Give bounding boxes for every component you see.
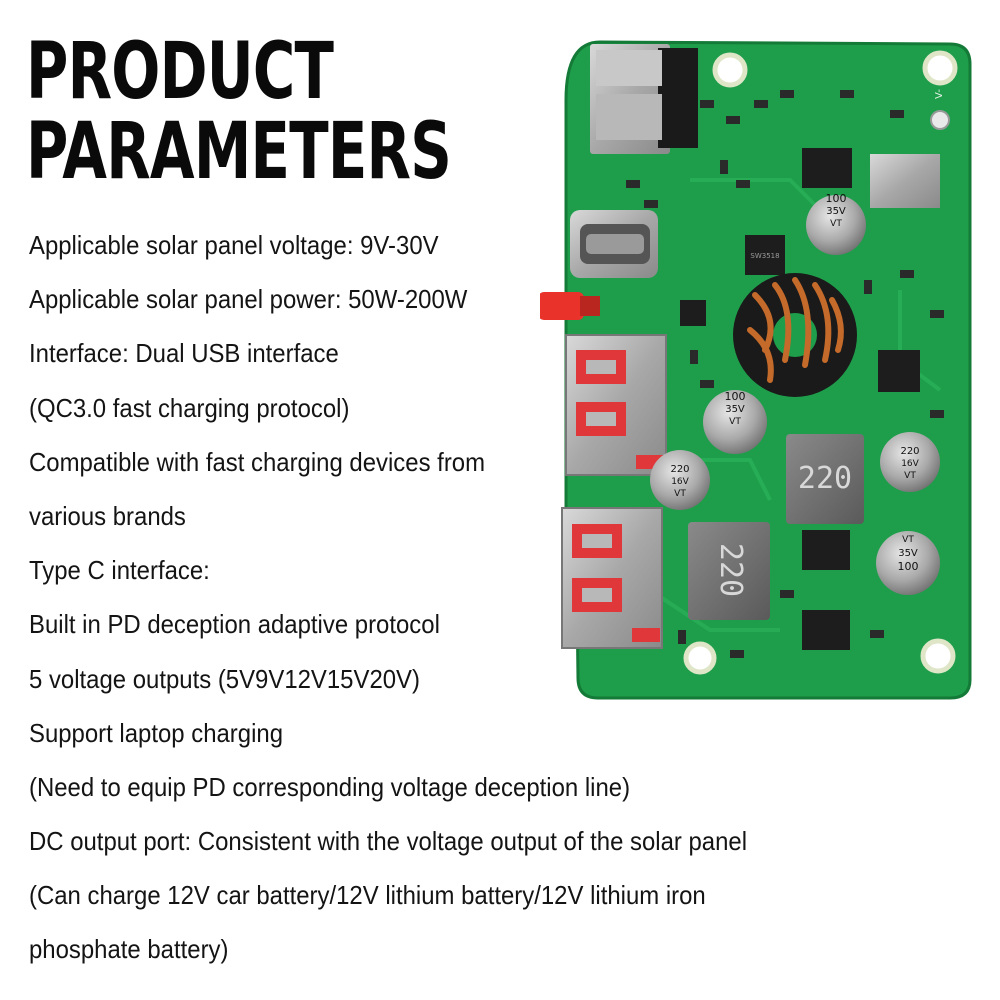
param-laptop-note: (Need to equip PD corresponding voltage … (29, 771, 631, 802)
usb-a-port-1 (565, 334, 667, 476)
svg-text:220: 220 (900, 446, 919, 457)
svg-text:VT: VT (729, 417, 741, 427)
shielded-inductor-2: 220 (688, 522, 770, 620)
param-qc-protocol: (QC3.0 fast charging protocol) (29, 392, 350, 423)
capacitor-2: 100 35V VT (703, 390, 767, 454)
svg-text:16V: 16V (671, 477, 689, 487)
svg-text:100: 100 (898, 560, 919, 573)
dc-jack (590, 44, 698, 154)
param-interface: Interface: Dual USB interface (29, 338, 339, 369)
capacitor-4: 220 16V VT (880, 432, 940, 492)
chip-label: SW3518 (750, 252, 779, 260)
svg-text:35V: 35V (725, 404, 745, 415)
usb-c-port (570, 210, 658, 278)
capacitor-3: 220 16V VT (650, 450, 710, 510)
svg-text:VT: VT (904, 471, 916, 481)
svg-text:VT: VT (674, 489, 686, 499)
param-compatible: Compatible with fast charging devices fr… (29, 446, 486, 477)
svg-text:35V: 35V (898, 548, 918, 559)
svg-text:220: 220 (670, 464, 689, 475)
heatsink-pad (870, 154, 940, 208)
mounting-holes (683, 50, 958, 675)
svg-text:220: 220 (798, 461, 852, 496)
pcb-board-image: SW3518 220 220 100 35V VT (540, 40, 972, 700)
svg-text:16V: 16V (901, 459, 919, 469)
param-voltage-outputs: 5 voltage outputs (5V9V12V15V20V) (29, 663, 420, 694)
ic-chips: SW3518 (680, 148, 920, 650)
svg-text:220: 220 (713, 543, 748, 597)
capacitor-1: 100 35V VT (806, 192, 866, 255)
toroidal-inductor (733, 273, 857, 397)
usb-a-port-2 (561, 507, 663, 649)
param-type-c: Type C interface: (29, 555, 210, 586)
svg-text:100: 100 (725, 390, 746, 403)
parameter-list: Applicable solar panel voltage: 9V-30V A… (29, 218, 849, 977)
smd-components (626, 90, 944, 658)
svg-text:VT: VT (902, 535, 914, 545)
svg-text:VT: VT (830, 219, 842, 229)
capacitor-5: VT 35V 100 (876, 531, 940, 595)
svg-text:35V: 35V (826, 206, 846, 217)
page-title: PRODUCT PARAMETERS (26, 27, 452, 197)
param-laptop: Support laptop charging (29, 717, 284, 748)
param-dc-output: DC output port: Consistent with the volt… (29, 826, 748, 857)
param-pd-protocol: Built in PD deception adaptive protocol (29, 609, 440, 640)
param-compatible-cont: various brands (29, 500, 186, 531)
param-solar-voltage: Applicable solar panel voltage: 9V-30V (29, 230, 439, 260)
svg-text:100: 100 (826, 192, 847, 205)
title-line-2: PARAMETERS (26, 107, 452, 197)
title-line-1: PRODUCT (26, 27, 334, 117)
v-minus-label: V- (934, 89, 945, 99)
param-battery-cont: phosphate battery) (29, 934, 229, 965)
shielded-inductor-1: 220 (786, 434, 864, 524)
red-led (540, 292, 600, 320)
param-solar-power: Applicable solar panel power: 50W-200W (29, 284, 468, 315)
param-battery: (Can charge 12V car battery/12V lithium … (29, 880, 706, 911)
